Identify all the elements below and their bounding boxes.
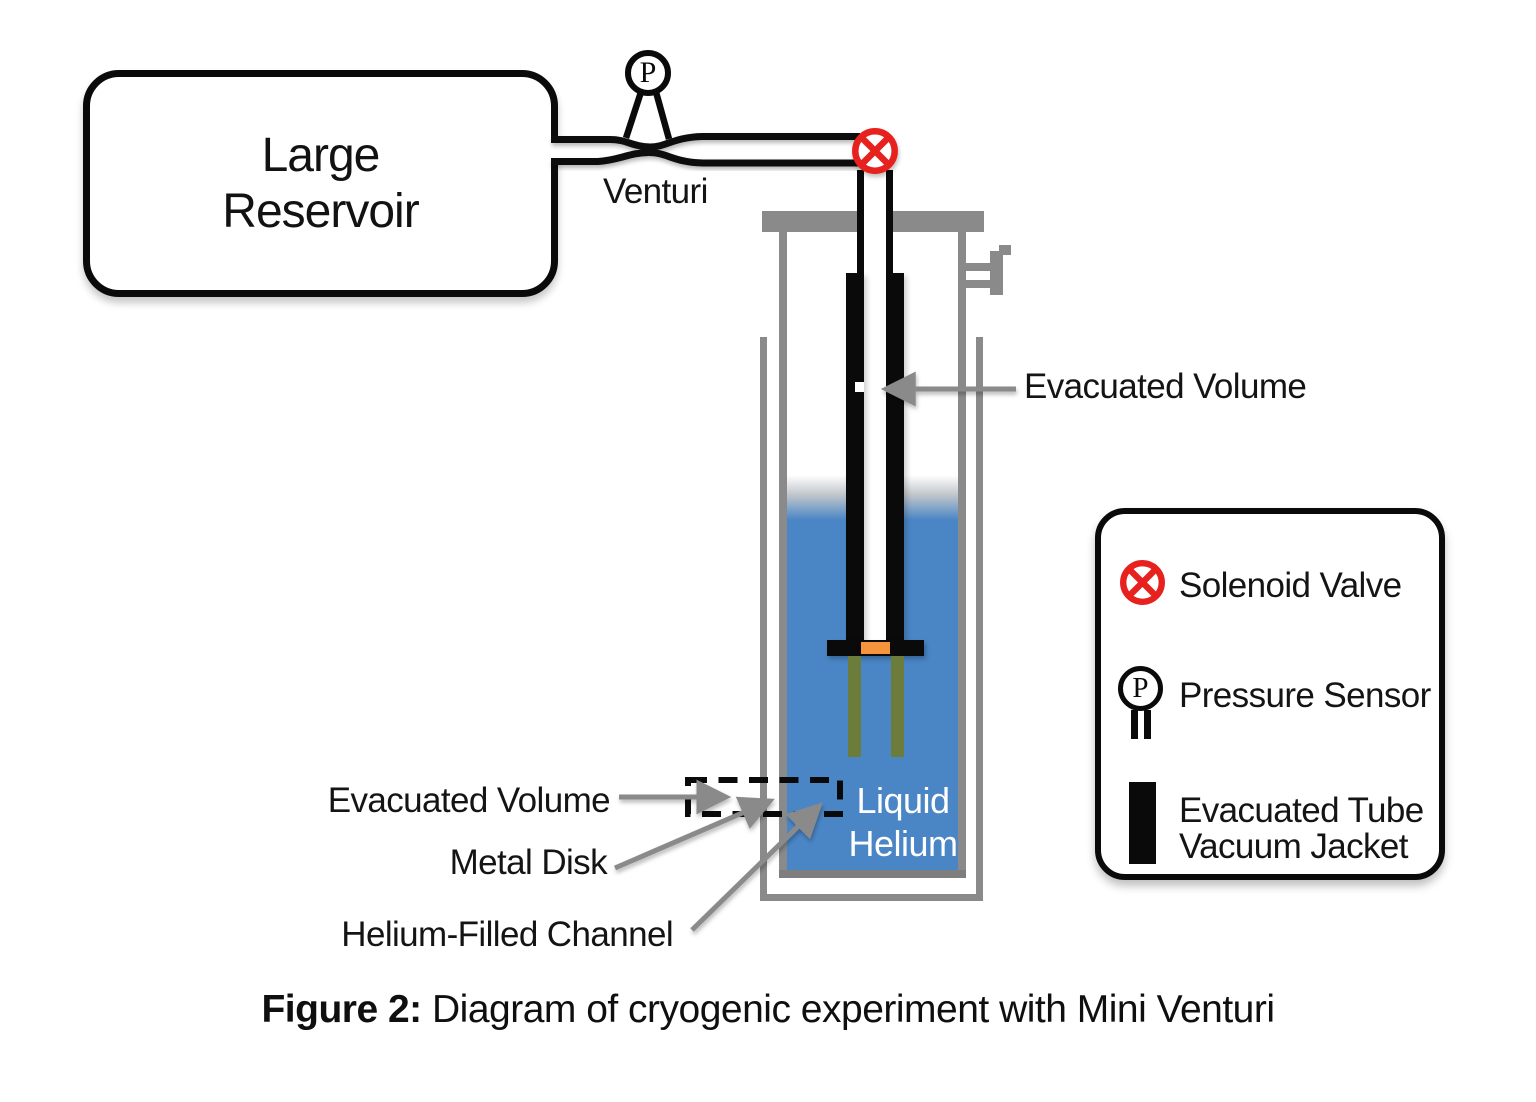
vacuum-jacket-right bbox=[886, 273, 904, 642]
liquid-helium-label: Liquid Helium bbox=[840, 779, 966, 865]
venturi-label: Venturi bbox=[603, 172, 708, 211]
legend-pressure-sensor-label: Pressure Sensor bbox=[1179, 676, 1431, 715]
reservoir-label-line2: Reservoir bbox=[222, 184, 419, 238]
legend-pressure-sensor-symbol: P bbox=[1132, 672, 1149, 704]
pressure-sensor-symbol: P bbox=[639, 56, 657, 89]
helium-channel-right bbox=[891, 656, 904, 757]
outer-dewar-wall-left bbox=[760, 337, 767, 901]
caption-text: Diagram of cryogenic experiment with Min… bbox=[421, 988, 1275, 1031]
legend-vacuum-jacket-label: Evacuated Tube Vacuum Jacket bbox=[1179, 793, 1424, 865]
side-port-tube-bottom bbox=[966, 280, 992, 288]
side-port-flange bbox=[990, 251, 1003, 295]
legend-solenoid-valve-icon bbox=[1119, 559, 1166, 606]
legend-solenoid-valve-label: Solenoid Valve bbox=[1179, 566, 1402, 605]
outer-dewar-wall-right bbox=[976, 337, 983, 901]
outer-dewar-bottom bbox=[760, 894, 983, 901]
arrow-metal-disk bbox=[614, 796, 775, 871]
inner-dewar-wall-left bbox=[779, 232, 787, 878]
solenoid-valve-icon bbox=[851, 127, 899, 175]
large-reservoir-box: Large Reservoir bbox=[83, 70, 558, 297]
inner-dewar-bottom bbox=[779, 870, 966, 878]
caption-prefix: Figure 2: bbox=[261, 988, 422, 1031]
legend-pressure-sensor-leg bbox=[1144, 710, 1151, 739]
reservoir-pipe-opening bbox=[549, 143, 567, 158]
legend-pressure-sensor-icon: P bbox=[1118, 666, 1163, 711]
tube-wall-right bbox=[886, 170, 893, 273]
liquid-label-line1: Liquid bbox=[856, 780, 950, 821]
vacuum-jacket-left bbox=[846, 273, 864, 642]
inner-dewar-wall-right bbox=[958, 232, 966, 878]
tube-wall-left bbox=[857, 170, 864, 273]
pressure-sensor-icon: P bbox=[625, 50, 671, 96]
evacuated-volume-top-label: Evacuated Volume bbox=[1024, 367, 1307, 406]
legend-box: Solenoid Valve P Pressure Sensor Evacuat… bbox=[1095, 508, 1445, 880]
evacuated-volume-bottom-label: Evacuated Volume bbox=[327, 781, 611, 820]
venturi-pipe bbox=[551, 133, 860, 167]
reservoir-label-line1: Large bbox=[261, 128, 381, 182]
helium-channel-left bbox=[848, 656, 861, 757]
helium-filled-channel-label: Helium-Filled Channel bbox=[341, 915, 673, 954]
pressure-sensor-legs bbox=[622, 90, 673, 140]
legend-vacuum-jacket-icon bbox=[1129, 782, 1156, 864]
evacuated-tube-interior bbox=[864, 170, 886, 640]
side-port-tube-top bbox=[966, 263, 992, 271]
legend-pressure-sensor-leg bbox=[1131, 710, 1138, 739]
figure-caption: Figure 2: Diagram of cryogenic experimen… bbox=[0, 988, 1536, 1032]
liquid-label-line2: Helium bbox=[848, 823, 958, 864]
side-port-fitting bbox=[999, 245, 1011, 255]
metal-disk-label: Metal Disk bbox=[449, 843, 608, 882]
metal-disk bbox=[861, 642, 890, 654]
legend-vacuum-jacket-label-line2: Vacuum Jacket bbox=[1179, 827, 1408, 866]
legend-vacuum-jacket-label-line1: Evacuated Tube bbox=[1179, 791, 1424, 830]
vacuum-jacket-gap bbox=[855, 382, 864, 392]
